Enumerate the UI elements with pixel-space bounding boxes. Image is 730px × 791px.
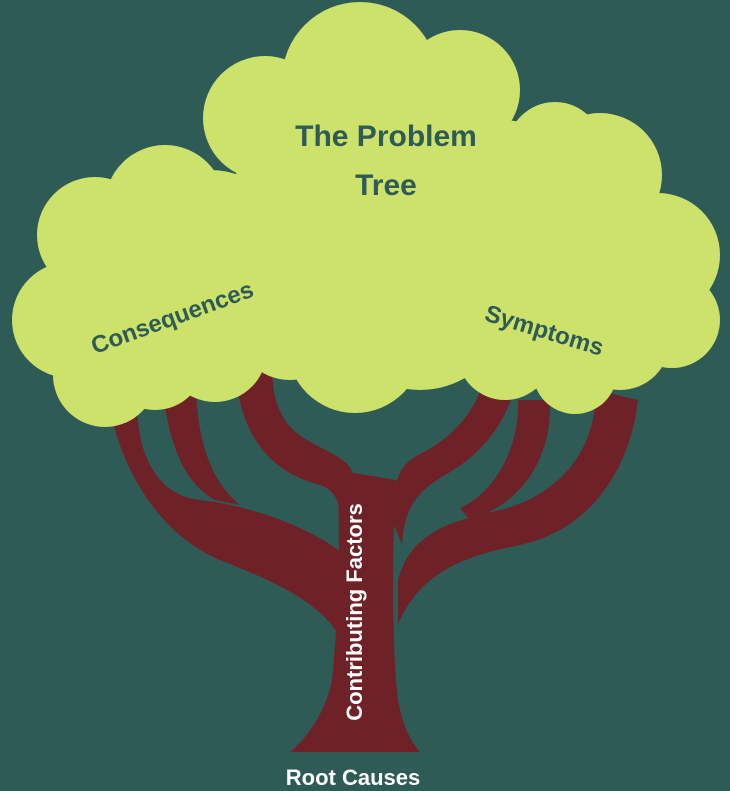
branch-center-left (235, 360, 352, 530)
branch-left-inner (162, 390, 240, 505)
branch-right-outer (398, 390, 638, 625)
branch-center-right (392, 360, 520, 545)
tree-trunk (108, 360, 638, 752)
diagram-title-line2: Tree (355, 169, 417, 202)
tree-canopy (12, 2, 720, 427)
branch-right-inner (460, 400, 551, 520)
branch-left-outer (108, 400, 350, 640)
label-contributing-factors: Contributing Factors (342, 503, 367, 721)
trunk-body (290, 470, 420, 752)
diagram-title-line1: The Problem (295, 120, 477, 153)
label-root-causes: Root Causes (286, 765, 420, 790)
